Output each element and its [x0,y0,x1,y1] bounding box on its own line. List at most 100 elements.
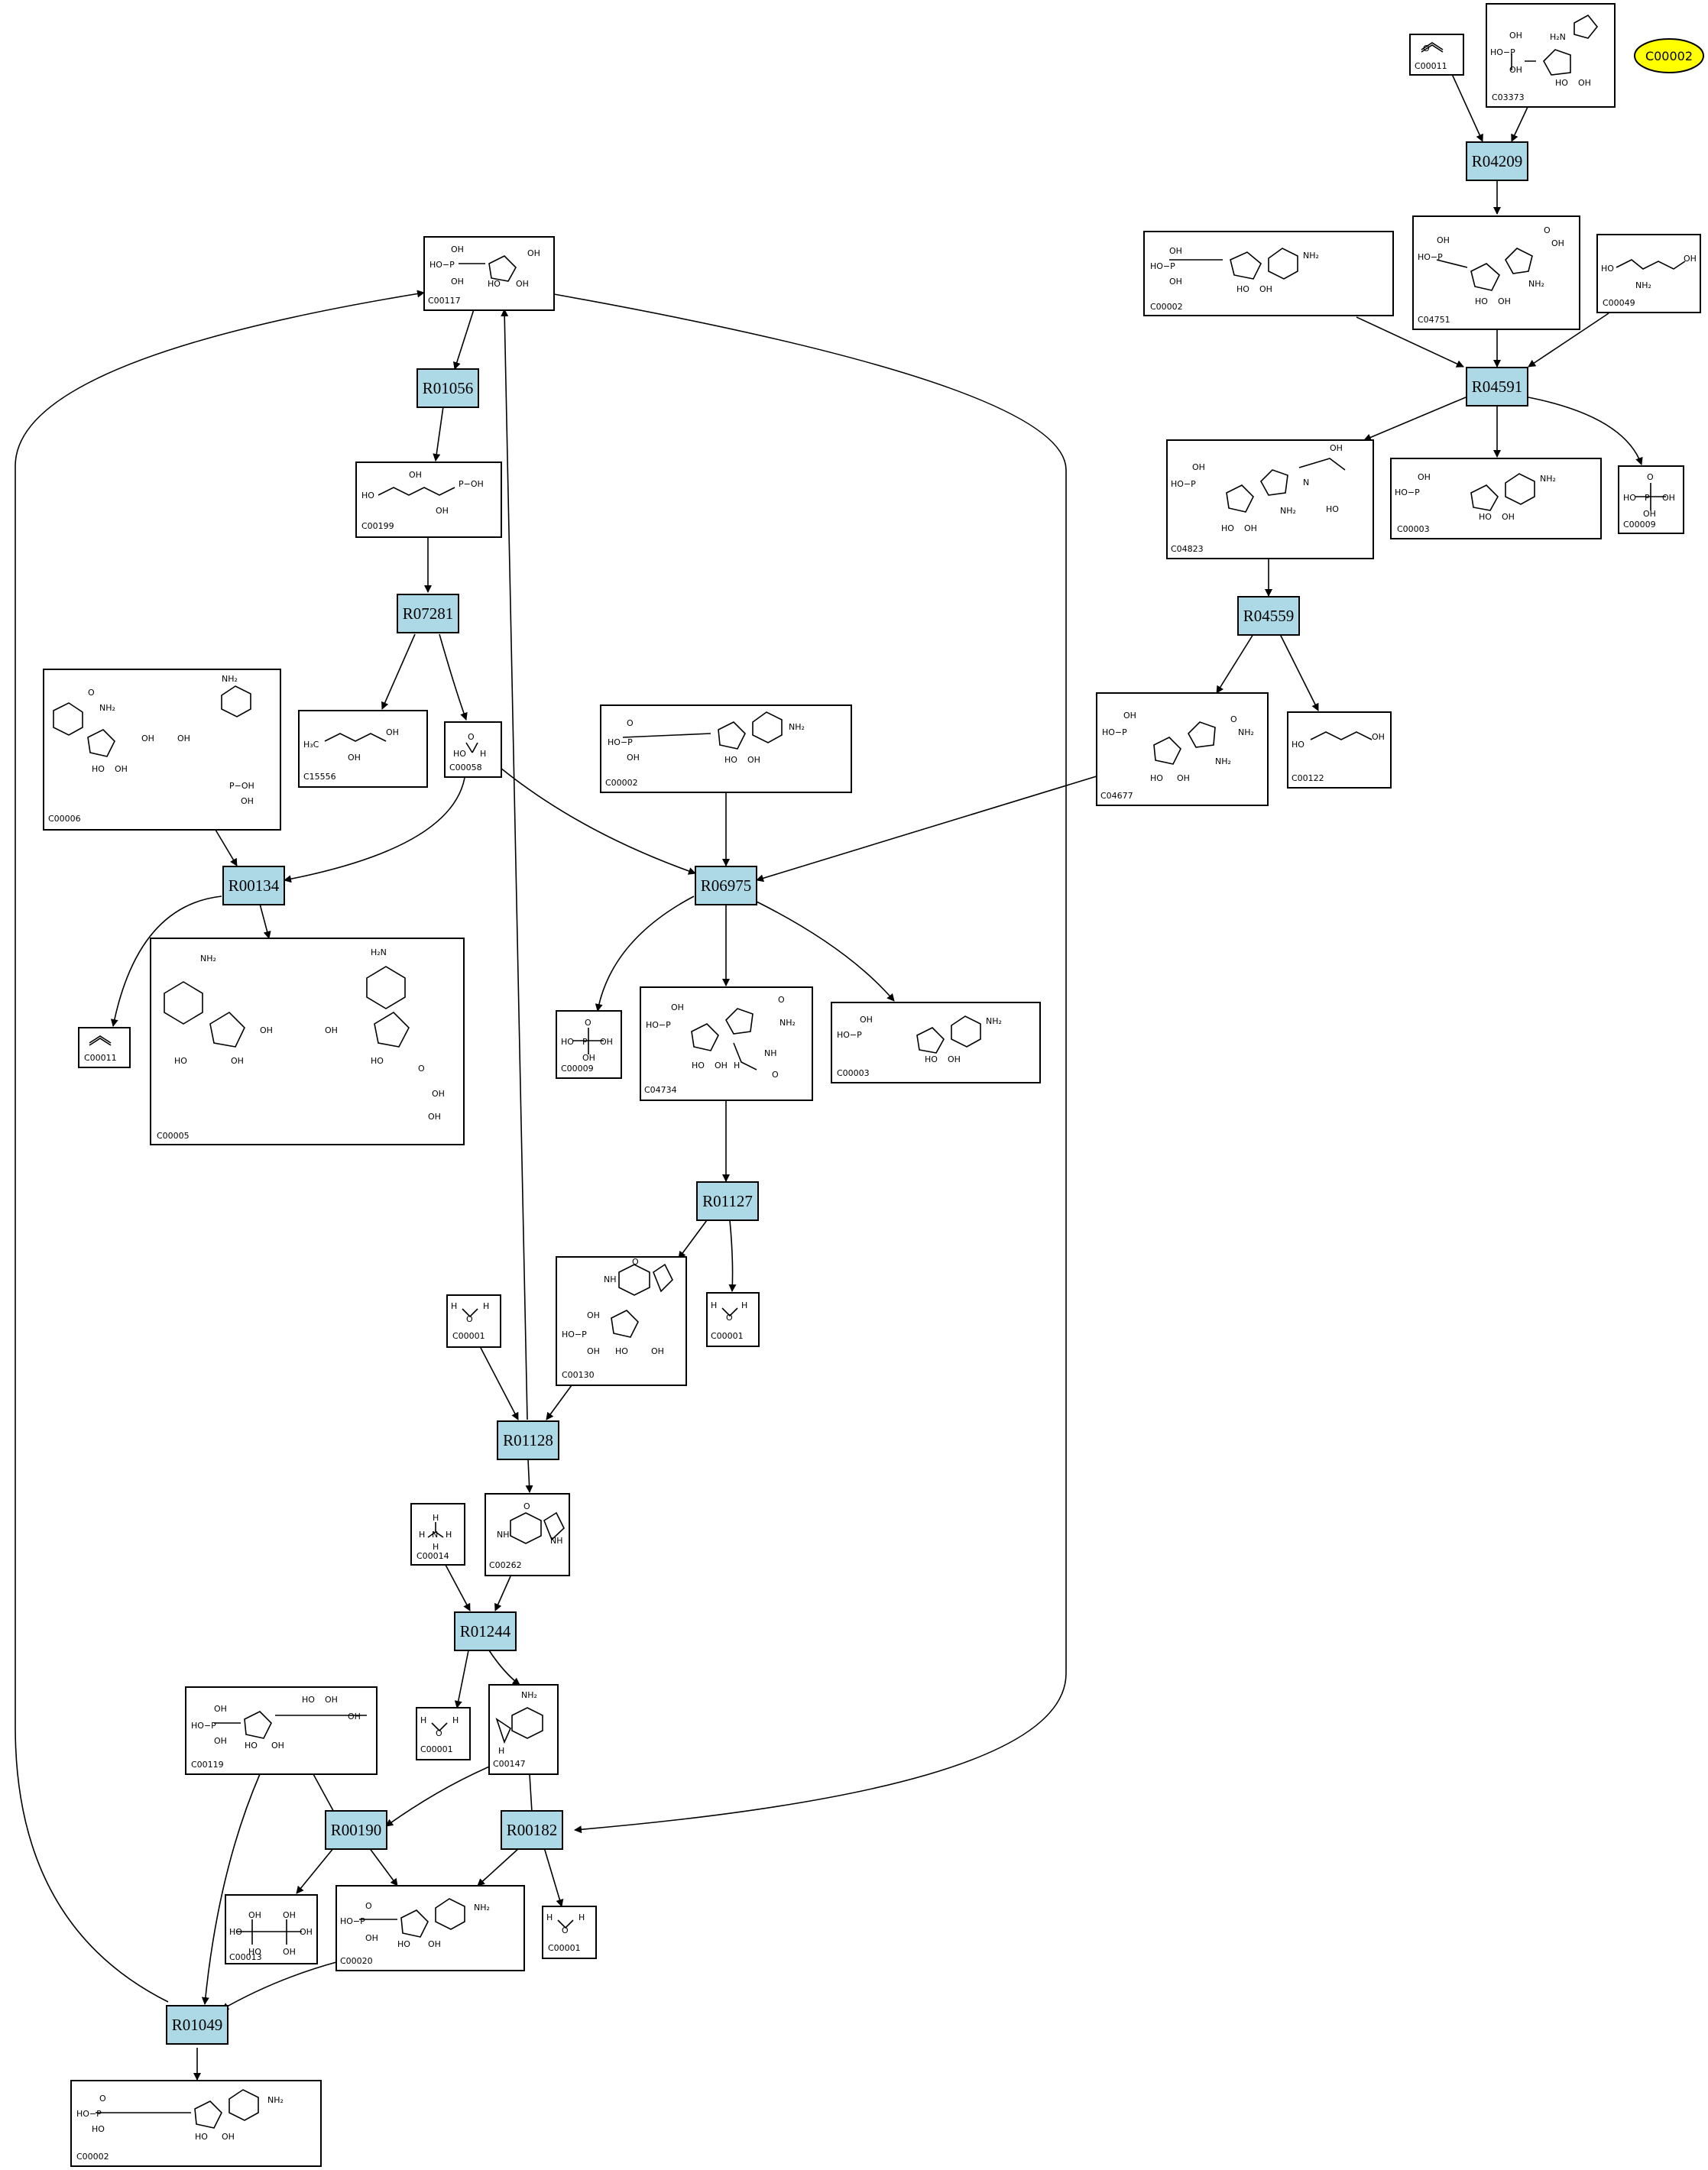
compound-c00262[interactable]: O NH NH C00262 [485,1493,570,1576]
svg-text:HO: HO [361,491,374,500]
svg-text:O: O [99,2094,106,2104]
compound-c00199[interactable]: HO OH P−OH OH C00199 [355,462,502,538]
compound-c00006[interactable]: O NH₂ NH₂ OH OH HO OH P−OH OH C00006 [43,669,281,831]
svg-text:OH: OH [587,1346,600,1356]
svg-text:OH: OH [428,1939,441,1949]
edge-r00134-c00011 [110,896,222,1027]
svg-text:C00199: C00199 [361,521,394,531]
svg-text:O: O [778,995,785,1005]
compound-c04751[interactable]: OH HO−P O OH NH₂ HO OH C04751 [1412,215,1580,330]
compound-c00013[interactable]: OH OH HO OH HO OH C00013 [225,1894,318,1964]
svg-text:HO: HO [925,1054,938,1064]
molecule-structure [237,1919,302,1945]
compound-c00119[interactable]: HO−P OH OH HO OH OH HO OH C00119 [185,1686,378,1775]
compound-c00130[interactable]: O NH OH HO−P OH HO OH C00130 [556,1256,687,1386]
compound-c00014[interactable]: H H N H H C00014 [410,1503,465,1566]
compound-c00058[interactable]: O HO H C00058 [444,721,502,778]
reaction-r04559[interactable]: R04559 [1237,596,1300,636]
highlight-node[interactable]: C00002 [1634,38,1704,73]
compound-c00009-right[interactable]: O P HO OH OH C00009 [1618,465,1684,534]
svg-text:OH: OH [409,470,422,480]
svg-text:C00014: C00014 [416,1551,449,1561]
compound-c04734[interactable]: OH HO−P O NH₂ NH H O HO OH C04734 [640,986,813,1101]
reactions: R04209 R04591 R04559 R01056 R07281 R0013… [166,141,1528,2045]
svg-text:HO: HO [692,1061,705,1070]
svg-text:HO: HO [488,279,501,289]
svg-text:NH₂: NH₂ [986,1016,1002,1026]
edge-c00117-r00182 [553,293,1067,1834]
compound-c00001-d[interactable]: H O H C00001 [542,1906,597,1959]
svg-text:O: O [1423,44,1430,53]
svg-text:OH: OH [1123,711,1136,721]
compound-c00003-right[interactable]: HO−P OH NH₂ HO OH C00003 [1390,458,1602,539]
svg-text:HO: HO [397,1939,410,1949]
reaction-r07281[interactable]: R07281 [397,594,459,633]
compound-c00122[interactable]: HO OH C00122 [1287,711,1392,789]
edge-c00001-r01128 [479,1346,519,1420]
svg-text:OH: OH [432,1089,445,1099]
svg-text:N: N [432,1530,438,1540]
svg-text:HO−P: HO−P [1102,727,1127,737]
edge-c00006-r00134 [215,829,238,866]
svg-text:HO−P: HO−P [340,1916,365,1926]
compound-c04677[interactable]: OH HO−P O NH₂ NH₂ HO OH C04677 [1096,692,1269,806]
compound-c00049[interactable]: HO OH NH₂ C00049 [1596,234,1701,313]
svg-text:O: O [1230,714,1237,724]
molecule-structure [465,742,478,753]
reaction-r00182[interactable]: R00182 [501,1810,563,1850]
svg-text:O: O [365,1901,372,1911]
reaction-r01056[interactable]: R01056 [416,368,479,408]
compound-c00002-top[interactable]: HO−P OH OH NH₂ HO OH C00002 [1143,231,1394,316]
svg-text:OH: OH [1169,277,1182,287]
svg-text:HO−P: HO−P [837,1030,862,1040]
molecule-structure [431,1722,448,1732]
compound-c00001-c[interactable]: H O H C00001 [416,1707,471,1760]
reaction-r01244[interactable]: R01244 [454,1611,517,1651]
molecule-structure [916,1015,981,1054]
edge-r01049-c00117 [15,290,425,2003]
reaction-r01049[interactable]: R01049 [166,2005,228,2045]
reaction-r06975[interactable]: R06975 [695,866,757,905]
reaction-r01128[interactable]: R01128 [497,1420,559,1460]
svg-text:H₂N: H₂N [1550,32,1566,42]
svg-text:HO: HO [1475,296,1488,306]
reaction-r04591[interactable]: R04591 [1466,367,1528,406]
reaction-r01127[interactable]: R01127 [696,1181,759,1221]
compound-c00009-mid[interactable]: O P HO OH OH C00009 [556,1010,622,1079]
svg-text:NH₂: NH₂ [99,703,115,713]
svg-text:HO: HO [1150,773,1163,783]
compound-c03373[interactable]: OH HO−P OH H₂N HO OH C03373 [1486,3,1616,108]
svg-text:C00006: C00006 [48,814,81,824]
reaction-r00190[interactable]: R00190 [325,1810,387,1850]
compound-c00147[interactable]: NH₂ H C00147 [488,1684,559,1775]
svg-text:P: P [1645,493,1650,503]
compound-c00005[interactable]: NH₂ H₂N OH OH HO OH HO O OH OH C00005 [150,938,465,1145]
molecule-structure [378,487,455,496]
svg-text:HO−P: HO−P [1150,261,1175,271]
reaction-r00134[interactable]: R00134 [222,866,285,905]
compound-c00011-left[interactable]: C00011 [78,1027,131,1068]
compound-c00117[interactable]: HO−P OH OH OH HO OH C00117 [423,236,555,311]
compound-c00002-mid[interactable]: HO−P O OH NH₂ HO OH C00002 [600,704,852,793]
molecule-structure [573,1028,604,1054]
svg-text:H: H [480,749,486,759]
compound-c00020[interactable]: HO−P O OH NH₂ HO OH C00020 [335,1885,525,1971]
svg-text:HO: HO [174,1056,187,1066]
reaction-r04209[interactable]: R04209 [1466,141,1528,181]
compound-c00003-mid[interactable]: HO−P OH NH₂ HO OH C00003 [831,1002,1041,1083]
compound-c00001-b[interactable]: H O H C00001 [446,1294,501,1348]
svg-text:OH: OH [365,1933,378,1943]
svg-text:OH: OH [1259,284,1272,294]
svg-text:C00058: C00058 [449,763,482,772]
svg-text:O: O [1647,472,1654,482]
compound-c00011-top[interactable]: O C00011 [1409,34,1464,76]
compound-c00001-a[interactable]: H O H C00001 [706,1292,760,1347]
edge-r01244-c00147 [488,1650,520,1686]
molecule-structure [89,1035,112,1046]
svg-text:C04751: C04751 [1418,315,1450,325]
compound-c15556[interactable]: H₃C OH OH C15556 [298,710,428,788]
svg-text:C00013: C00013 [229,1952,262,1962]
svg-text:OH: OH [260,1025,273,1035]
compound-c00002-bottom[interactable]: HO−P O HO NH₂ HO OH C00002 [70,2080,322,2167]
compound-c04823[interactable]: OH HO−P OH N NH₂ HO HO OH C04823 [1166,439,1374,559]
